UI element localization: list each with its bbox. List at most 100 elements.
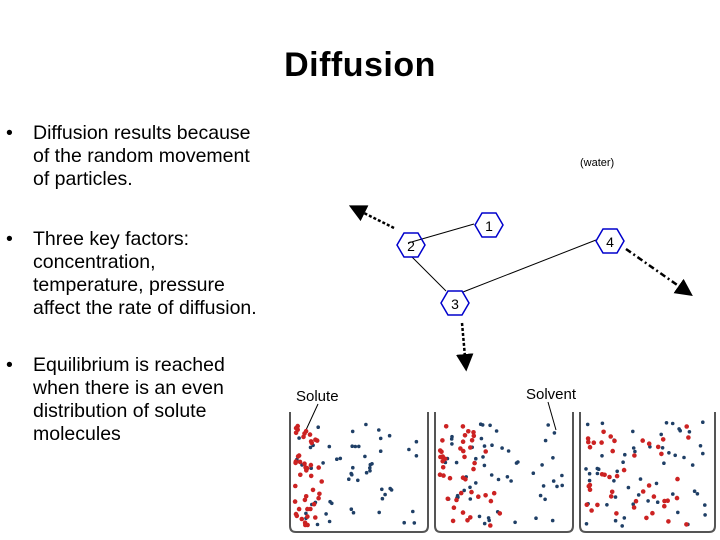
solute-particle bbox=[445, 496, 451, 502]
solvent-particle bbox=[402, 520, 407, 525]
solvent-particle bbox=[486, 516, 491, 520]
bullet-diffusion-cause: • Diffusion results because of the rando… bbox=[6, 122, 251, 191]
solvent-particle bbox=[600, 421, 605, 426]
solvent-particle bbox=[701, 420, 705, 425]
solvent-particle bbox=[297, 436, 301, 440]
bullet-line: Diffusion results because bbox=[33, 122, 251, 144]
solute-particle bbox=[684, 522, 689, 527]
walk-segment bbox=[462, 239, 597, 293]
step-number: 1 bbox=[485, 218, 493, 234]
solvent-particle bbox=[541, 484, 546, 488]
solute-particle bbox=[293, 483, 298, 489]
solvent-particle bbox=[368, 469, 372, 473]
bullet-symbol: • bbox=[6, 354, 13, 376]
solute-particle bbox=[302, 497, 308, 503]
step-2-hexagon: 2 bbox=[396, 232, 426, 258]
beaker-sequence: Solute Solvent bbox=[289, 386, 716, 533]
bullet-line: Equilibrium is reached bbox=[33, 354, 225, 376]
solute-particle bbox=[614, 511, 619, 516]
solute-particle bbox=[303, 494, 309, 499]
solvent-particle bbox=[454, 460, 459, 465]
solvent-pointer-line bbox=[547, 401, 557, 431]
solute-particle bbox=[608, 434, 613, 439]
solvent-particle bbox=[351, 510, 356, 515]
solvent-particle bbox=[377, 510, 382, 515]
solvent-particle bbox=[477, 514, 482, 519]
solute-particle bbox=[309, 440, 315, 446]
solute-particle bbox=[646, 483, 652, 488]
solute-particle bbox=[293, 460, 298, 466]
solute-particle bbox=[607, 474, 612, 480]
solvent-particle bbox=[490, 443, 494, 448]
solvent-particle bbox=[595, 466, 600, 471]
solvent-particle bbox=[304, 511, 308, 516]
solvent-particle bbox=[555, 484, 559, 489]
solvent-particle bbox=[412, 521, 417, 525]
solvent-particle bbox=[349, 471, 354, 476]
solute-particle bbox=[488, 523, 493, 528]
bullet-text: Equilibrium is reached when there is an … bbox=[33, 354, 225, 446]
solvent-particle bbox=[667, 451, 671, 455]
solute-particle bbox=[292, 499, 298, 504]
solute-particle bbox=[450, 518, 456, 524]
solvent-particle bbox=[613, 495, 618, 499]
walk-segment bbox=[411, 256, 447, 292]
solvent-particle bbox=[308, 445, 313, 450]
solute-particle bbox=[313, 515, 318, 520]
solvent-particle bbox=[621, 460, 625, 465]
solute-particle bbox=[674, 495, 680, 501]
solute-particle bbox=[675, 476, 680, 482]
bullet-key-factors: • Three key factors: concentration, temp… bbox=[6, 228, 257, 320]
solute-particle bbox=[465, 518, 470, 523]
solvent-particle bbox=[370, 462, 374, 466]
solute-particle bbox=[589, 508, 594, 513]
solvent-particle bbox=[595, 471, 600, 476]
solute-particle bbox=[316, 465, 322, 470]
solute-particle bbox=[460, 439, 466, 445]
solvent-particle bbox=[455, 493, 460, 498]
solute-particle bbox=[609, 489, 615, 495]
solvent-particle bbox=[695, 492, 700, 496]
solvent-particle bbox=[560, 473, 564, 478]
solvent-particle bbox=[489, 473, 494, 477]
solute-label: Solute bbox=[296, 388, 339, 405]
solute-particle bbox=[599, 472, 605, 477]
bullet-text: Diffusion results because of the random … bbox=[33, 122, 251, 191]
solvent-particle bbox=[631, 446, 636, 450]
solute-particle bbox=[644, 515, 649, 521]
solvent-particle bbox=[353, 444, 358, 449]
bullet-symbol: • bbox=[6, 228, 13, 250]
solvent-particle bbox=[587, 471, 592, 476]
beaker-1 bbox=[289, 412, 429, 533]
solute-particle bbox=[651, 494, 657, 499]
solvent-particle bbox=[327, 519, 332, 524]
solvent-particle bbox=[356, 478, 360, 483]
solute-particle bbox=[311, 501, 317, 507]
beaker-outline bbox=[289, 412, 429, 533]
solvent-particle bbox=[335, 457, 339, 462]
solute-particle bbox=[632, 453, 637, 458]
solvent-particle bbox=[662, 461, 666, 466]
random-walk-diagram: (water) 1 2 3 4 bbox=[348, 157, 693, 372]
hexagon-outline bbox=[595, 228, 625, 254]
step-number: 2 bbox=[407, 238, 415, 254]
solvent-particle bbox=[488, 423, 492, 428]
solute-particle bbox=[662, 503, 667, 509]
solvent-particle bbox=[615, 469, 619, 474]
solvent-particle bbox=[468, 485, 472, 490]
solvent-particle bbox=[509, 479, 513, 483]
solute-particle bbox=[460, 475, 466, 481]
solute-particle bbox=[472, 460, 477, 466]
bullet-line: of the random movement bbox=[33, 145, 250, 167]
solvent-particle bbox=[496, 477, 501, 482]
solute-particle bbox=[437, 472, 443, 478]
solvent-particle bbox=[357, 444, 361, 449]
solvent-particle bbox=[479, 436, 484, 441]
solvent-particle bbox=[631, 502, 635, 507]
solute-particle bbox=[483, 449, 489, 454]
solvent-particle bbox=[631, 429, 635, 434]
solvent-particle bbox=[585, 422, 590, 427]
solvent-particle bbox=[698, 444, 703, 448]
step-3-hexagon: 3 bbox=[440, 290, 470, 316]
solute-particle bbox=[462, 454, 467, 460]
